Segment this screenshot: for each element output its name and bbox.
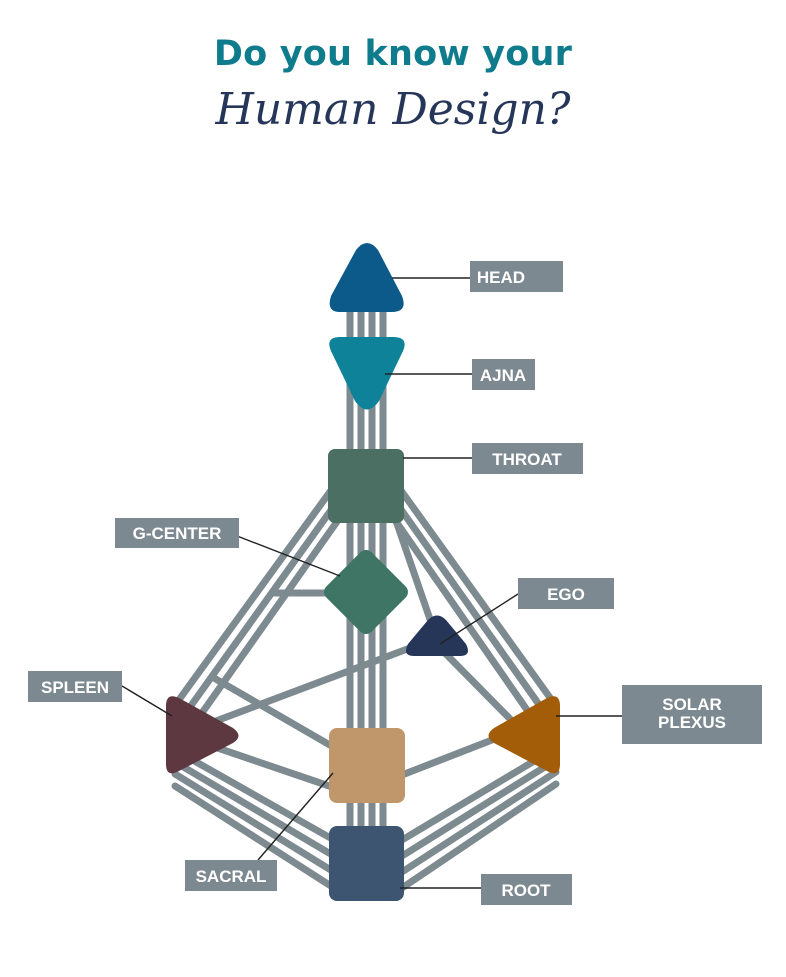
channel-throat-ego: [390, 511, 437, 632]
g-center: [324, 550, 408, 634]
label-ajna-bg: [472, 359, 535, 390]
channel-ego-solar: [438, 646, 519, 728]
leader-spleen: [121, 685, 173, 717]
channel-spleen-root-4: [171, 782, 338, 892]
channel-solar-sacral: [398, 736, 496, 779]
channel-ego-spleen: [204, 644, 414, 728]
channel-throat-solar-2: [386, 490, 549, 717]
label-spleen-bg: [28, 671, 122, 702]
label-solar-plexus: SOLAR PLEXUS: [622, 685, 762, 744]
channel-lines: [169, 296, 560, 892]
label-solar-plexus-bg: [622, 685, 762, 744]
label-spleen: SPLEEN: [28, 671, 122, 702]
channel-solar-root-4: [398, 780, 560, 892]
channel-throat-spleen-1: [169, 474, 344, 712]
label-g-center: G-CENTER: [115, 518, 239, 548]
solar-plexus-center: [488, 696, 560, 774]
label-head: HEAD: [470, 261, 563, 292]
label-ego-bg: [518, 578, 614, 609]
label-solar-plexus-text-2: PLEXUS: [658, 713, 726, 732]
ajna-center: [329, 337, 405, 410]
channel-solar-root-2: [398, 756, 560, 860]
label-ego: EGO: [518, 578, 614, 609]
label-head-bg: [470, 261, 563, 292]
label-sacral-text: SACRAL: [196, 867, 267, 886]
leader-ego: [439, 593, 519, 645]
channel-spleen-root-1: [171, 746, 338, 844]
channel-solar-root-3: [398, 768, 560, 876]
label-throat: THROAT: [472, 443, 583, 474]
page-title: Do you know your: [213, 34, 573, 74]
channel-spleen-sacral-b: [196, 738, 339, 792]
label-ajna: AJNA: [472, 359, 535, 390]
label-throat-text: THROAT: [492, 450, 562, 469]
channel-spleen-root-3: [171, 770, 338, 876]
head-center: [329, 243, 404, 312]
label-sacral-bg: [185, 860, 277, 891]
label-spleen-text: SPLEEN: [41, 678, 109, 697]
channel-throat-solar-3: [384, 506, 538, 724]
ego-center: [406, 615, 468, 656]
label-root-bg: [481, 874, 572, 905]
label-sacral: SACRAL: [185, 860, 277, 891]
label-solar-plexus-text-1: SOLAR: [662, 695, 722, 714]
label-root-text: ROOT: [501, 881, 551, 900]
leader-sacral: [257, 772, 334, 861]
label-g-center-bg: [115, 518, 239, 548]
throat-center: [328, 449, 404, 523]
label-ajna-text: AJNA: [480, 366, 526, 385]
channel-spleen-sacral-a: [210, 674, 339, 752]
root-center: [329, 826, 404, 901]
spleen-center: [166, 696, 239, 774]
channel-spleen-root-2: [171, 758, 338, 860]
channel-throat-solar-1: [388, 474, 560, 710]
label-root: ROOT: [481, 874, 572, 905]
label-g-center-text: G-CENTER: [133, 524, 222, 543]
label-ego-text: EGO: [547, 585, 585, 604]
leader-g-center: [231, 533, 341, 577]
channel-solar-root-1: [398, 744, 560, 844]
label-throat-bg: [472, 443, 583, 474]
page-subtitle-script: Human Design?: [215, 84, 571, 135]
label-head-text: HEAD: [477, 268, 525, 287]
sacral-center: [329, 728, 405, 803]
